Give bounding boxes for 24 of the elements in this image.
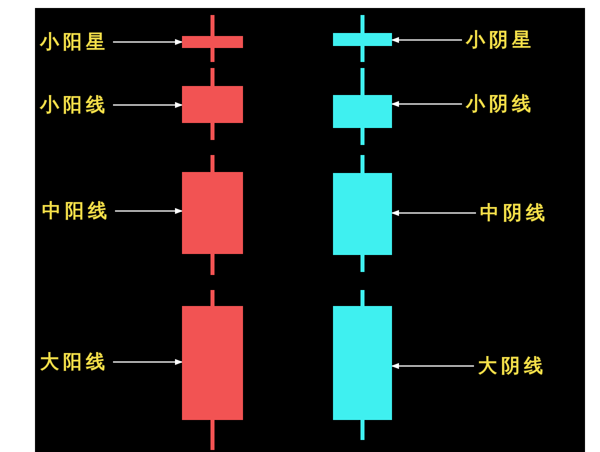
candle-label: 中阴线: [480, 201, 549, 225]
arrow: [113, 102, 183, 108]
candle-label: 大阳线: [40, 350, 109, 374]
candlestick: [333, 15, 392, 62]
arrow: [391, 363, 474, 369]
candle-label: 小阳线: [40, 93, 109, 117]
arrow: [391, 101, 462, 107]
candle-label: 小阴星: [466, 28, 535, 52]
arrow: [115, 208, 183, 214]
candlestick: [182, 155, 243, 275]
arrow: [391, 210, 476, 216]
arrow: [113, 39, 183, 45]
candlestick: [333, 155, 392, 272]
candle-label: 大阴线: [478, 354, 547, 378]
candle-label: 小阳星: [40, 30, 109, 54]
candlestick: [182, 15, 243, 62]
arrow: [113, 359, 183, 365]
candlestick: [333, 290, 392, 440]
candlestick: [333, 68, 392, 145]
candlestick: [182, 68, 243, 140]
candlestick: [182, 290, 243, 450]
candle-label: 中阳线: [42, 199, 111, 223]
candle-label: 小阴线: [466, 92, 535, 116]
arrow: [391, 37, 462, 43]
